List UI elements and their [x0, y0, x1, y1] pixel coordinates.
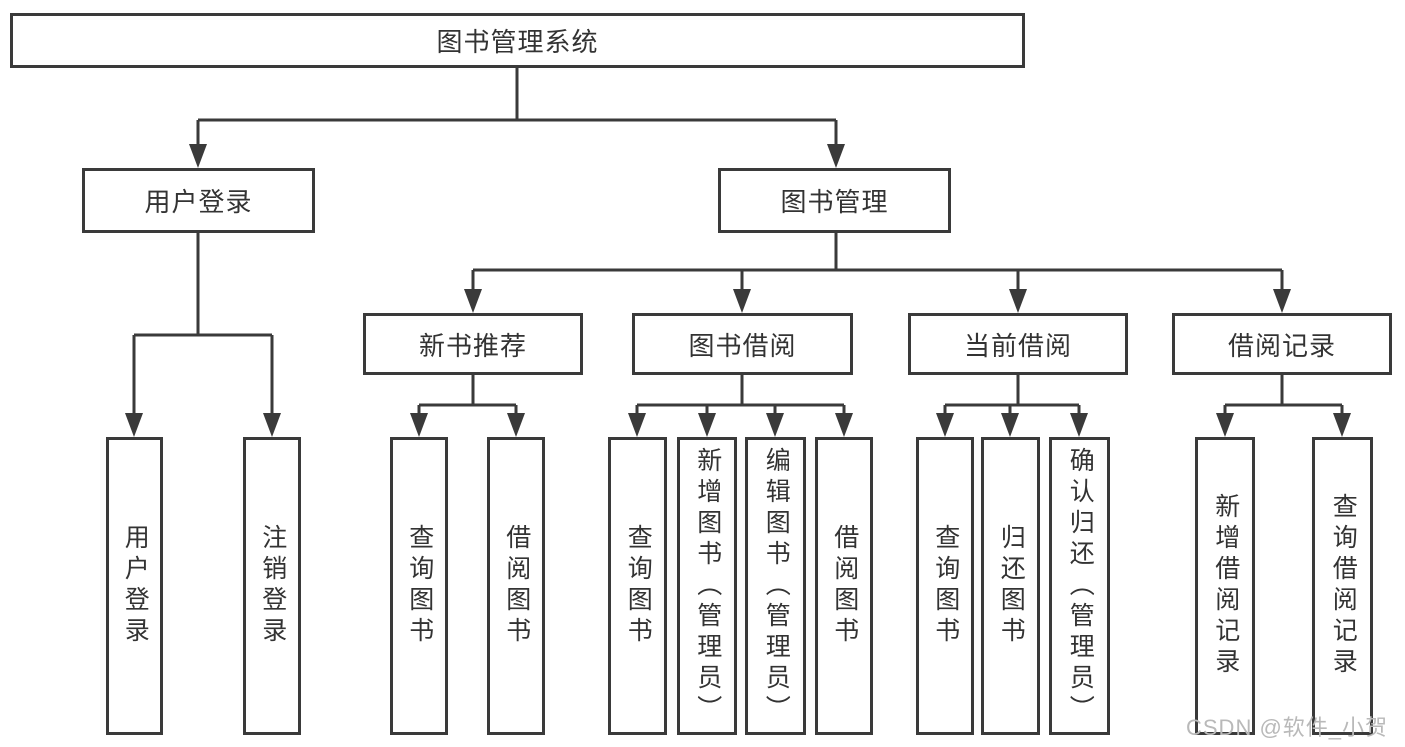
node-borrowing-records: 借阅记录	[1172, 313, 1392, 375]
arrowhead-icon	[628, 413, 646, 437]
arrowhead-icon	[835, 413, 853, 437]
node-borrowing-query-books: 查询图书	[608, 437, 667, 735]
arrowhead-icon	[507, 413, 525, 437]
node-user-login: 用户登录	[82, 168, 315, 233]
arrowhead-icon	[1070, 413, 1088, 437]
node-logout: 注销登录	[243, 437, 301, 735]
node-query-borrow-record: 查询借阅记录	[1312, 437, 1373, 735]
node-user-login-leaf: 用户登录	[106, 437, 163, 735]
node-recommend-query-books: 查询图书	[390, 437, 448, 735]
arrowhead-icon	[827, 144, 845, 168]
arrowhead-icon	[1009, 289, 1027, 313]
arrowhead-icon	[464, 289, 482, 313]
node-add-borrow-record: 新增借阅记录	[1195, 437, 1255, 735]
arrowhead-icon	[733, 289, 751, 313]
arrowhead-icon	[1216, 413, 1234, 437]
node-new-book-recommend: 新书推荐	[363, 313, 583, 375]
node-confirm-return-admin: 确认归还（管理员）	[1049, 437, 1110, 735]
node-add-book-admin: 新增图书（管理员）	[677, 437, 737, 735]
arrowhead-icon	[189, 144, 207, 168]
arrowhead-icon	[410, 413, 428, 437]
arrowhead-icon	[263, 413, 281, 437]
node-current-query-books: 查询图书	[916, 437, 974, 735]
arrowhead-icon	[1273, 289, 1291, 313]
node-book-management: 图书管理	[718, 168, 951, 233]
node-return-books: 归还图书	[981, 437, 1040, 735]
arrowhead-icon	[698, 413, 716, 437]
arrowhead-icon	[125, 413, 143, 437]
arrowhead-icon	[1333, 413, 1351, 437]
node-edit-book-admin: 编辑图书（管理员）	[745, 437, 806, 735]
csdn-watermark: CSDN @软件_小贺同学	[1186, 715, 1389, 740]
arrowhead-icon	[766, 413, 784, 437]
node-current-borrowing: 当前借阅	[908, 313, 1128, 375]
arrowhead-icon	[1001, 413, 1019, 437]
node-borrowing-borrow-books: 借阅图书	[815, 437, 873, 735]
node-library-system: 图书管理系统	[10, 13, 1025, 68]
node-recommend-borrow-books: 借阅图书	[487, 437, 545, 735]
arrowhead-icon	[936, 413, 954, 437]
node-book-borrowing: 图书借阅	[632, 313, 853, 375]
